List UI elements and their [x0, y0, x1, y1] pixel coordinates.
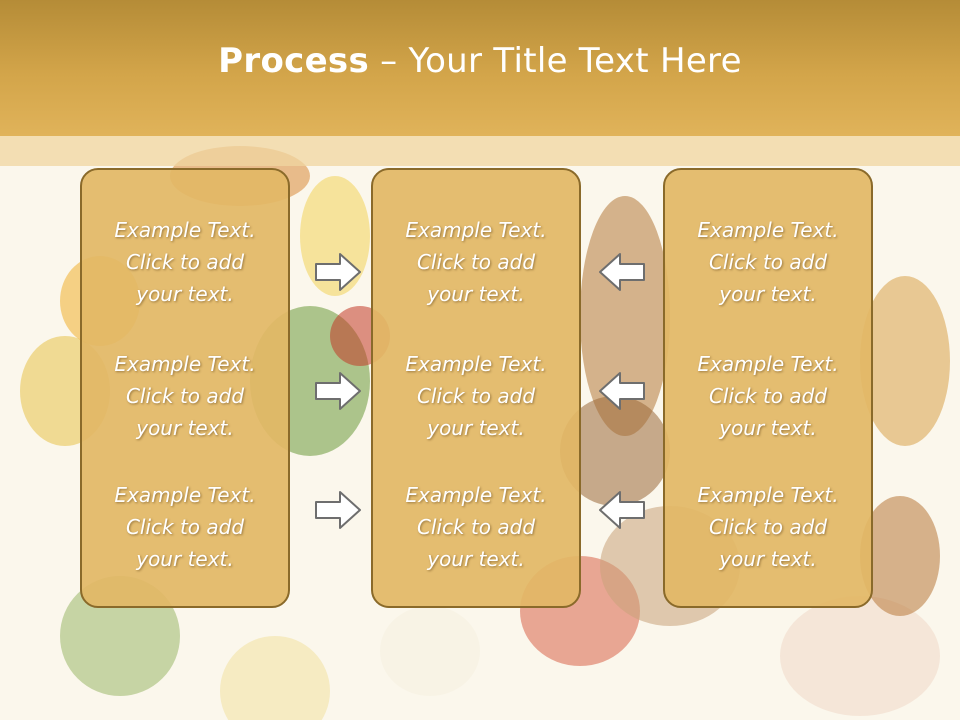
text-line: Example Text.: [114, 352, 256, 376]
text-line: Example Text.: [697, 218, 839, 242]
panel-center[interactable]: Example Text. Click to add your text. Ex…: [371, 168, 581, 608]
text-line: Click to add: [125, 515, 245, 539]
title-rest: Your Title Text Here: [408, 41, 742, 81]
text-line: Example Text.: [697, 483, 839, 507]
text-line: Example Text.: [697, 352, 839, 376]
title-sub-band: [0, 136, 960, 166]
text-line: your text.: [136, 416, 234, 440]
text-line: your text.: [427, 547, 525, 571]
text-line: Click to add: [416, 384, 536, 408]
text-line: Click to add: [708, 250, 828, 274]
arrow-right-icon: [315, 253, 361, 291]
title-bold: Process: [218, 41, 370, 81]
panel-text-block[interactable]: Example Text. Click to add your text.: [665, 479, 871, 575]
panel-left[interactable]: Example Text. Click to add your text. Ex…: [80, 168, 290, 608]
text-line: Click to add: [416, 250, 536, 274]
panel-text-block[interactable]: Example Text. Click to add your text.: [373, 348, 579, 444]
panel-right[interactable]: Example Text. Click to add your text. Ex…: [663, 168, 873, 608]
title-bar: Process – Your Title Text Here: [0, 0, 960, 136]
panel-text-block[interactable]: Example Text. Click to add your text.: [82, 479, 288, 575]
panel-text-block[interactable]: Example Text. Click to add your text.: [665, 348, 871, 444]
panel-text-block[interactable]: Example Text. Click to add your text.: [373, 479, 579, 575]
text-line: your text.: [136, 282, 234, 306]
text-line: your text.: [719, 282, 817, 306]
arrow-left-icon: [599, 372, 645, 410]
text-line: your text.: [719, 416, 817, 440]
panel-text-block[interactable]: Example Text. Click to add your text.: [665, 214, 871, 310]
panel-text-block[interactable]: Example Text. Click to add your text.: [373, 214, 579, 310]
text-line: Click to add: [125, 384, 245, 408]
arrow-left-icon: [599, 253, 645, 291]
text-line: Example Text.: [114, 483, 256, 507]
text-line: your text.: [427, 416, 525, 440]
text-line: Example Text.: [114, 218, 256, 242]
text-line: Click to add: [708, 384, 828, 408]
arrow-left-icon: [599, 491, 645, 529]
arrow-right-icon: [315, 491, 361, 529]
text-line: your text.: [719, 547, 817, 571]
title-separator: –: [369, 41, 409, 81]
slide-title[interactable]: Process – Your Title Text Here: [218, 41, 742, 81]
arrow-right-icon: [315, 372, 361, 410]
text-line: Click to add: [125, 250, 245, 274]
panel-text-block[interactable]: Example Text. Click to add your text.: [82, 214, 288, 310]
panel-text-block[interactable]: Example Text. Click to add your text.: [82, 348, 288, 444]
text-line: Example Text.: [405, 218, 547, 242]
text-line: your text.: [427, 282, 525, 306]
text-line: Example Text.: [405, 483, 547, 507]
text-line: Click to add: [416, 515, 536, 539]
text-line: Example Text.: [405, 352, 547, 376]
text-line: your text.: [136, 547, 234, 571]
text-line: Click to add: [708, 515, 828, 539]
